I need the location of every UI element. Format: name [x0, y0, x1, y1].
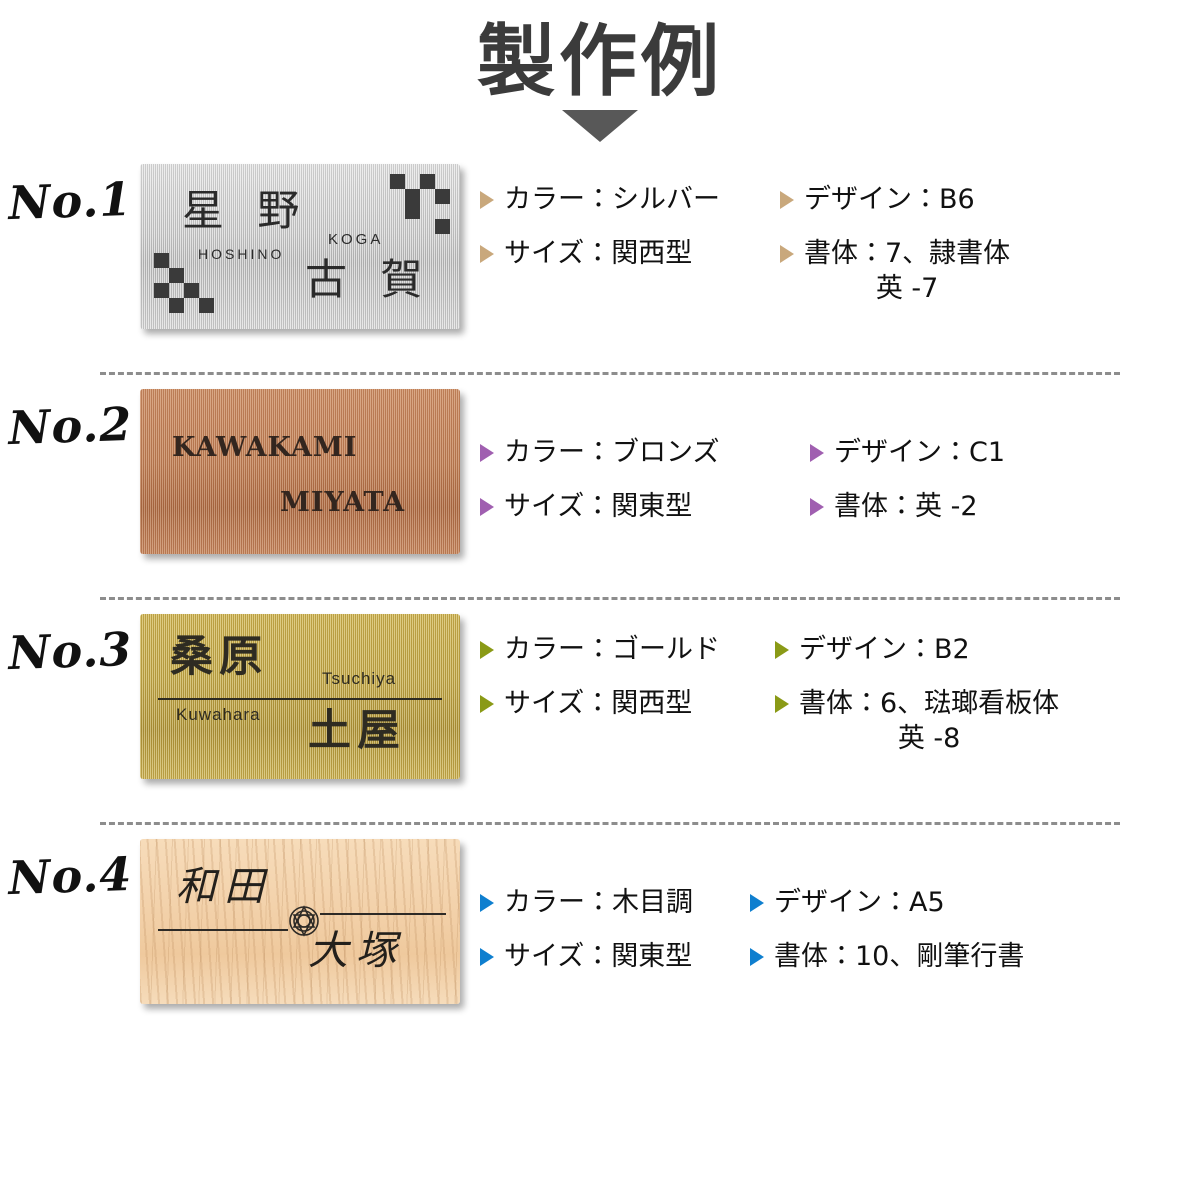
plate-cell-1: 星 野 HOSHINO KOGA 古 賀: [140, 156, 480, 329]
spec-list-3: カラー：ゴールド サイズ：関西型 デザイン：B2 書体：6、琺瑯看板体 英 -8: [480, 606, 1200, 757]
spec-list-1: カラー：シルバー サイズ：関西型 デザイン：B6 書体：7、隷書体 英 -7: [480, 156, 1200, 307]
spec-font-4: 書体：10、剛筆行書: [750, 939, 1176, 975]
spec-font-2: 書体：英 -2: [810, 489, 1176, 525]
row-divider: [100, 371, 1120, 375]
checker-pattern-icon-bottom-left: [154, 252, 216, 315]
plate2-roman-secondary: MIYATA: [280, 486, 406, 518]
spec-size-4: サイズ：関東型: [480, 939, 750, 975]
plate3-kanji-secondary: 土屋: [308, 705, 406, 756]
checker-pattern-icon-top-right: [390, 173, 452, 236]
plate4-rule-right: [320, 912, 446, 915]
bullet-triangle-icon: [480, 190, 494, 209]
plate1-roman-primary: HOSHINO: [198, 245, 285, 262]
triangle-down-icon: [562, 109, 638, 142]
nameplate-preview-2[interactable]: KAWAKAMI MIYATA: [140, 388, 460, 554]
plate-cell-4: 和田 大塚: [140, 831, 480, 1004]
plate-cell-2: KAWAKAMI MIYATA: [140, 381, 480, 554]
spec-font-1: 書体：7、隷書体 英 -7: [780, 236, 1176, 307]
bullet-triangle-icon: [780, 190, 794, 209]
plate4-kanji-secondary: 大塚: [308, 927, 404, 974]
plate4-kanji-primary: 和田: [176, 863, 272, 910]
plate1-kanji-primary: 星 野: [182, 185, 310, 235]
bullet-triangle-icon: [480, 640, 494, 659]
example-row-2: No.2 KAWAKAMI MIYATA カラー：ブロンズ サイズ：関東型: [0, 381, 1200, 591]
plate1-roman-secondary: KOGA: [328, 230, 384, 248]
examples-list: No.1 星 野 HOSHINO KOGA 古 賀: [0, 156, 1200, 1041]
bullet-triangle-icon: [480, 443, 494, 462]
bullet-triangle-icon: [480, 497, 494, 516]
bullet-triangle-icon: [480, 893, 494, 912]
plate-cell-3: 桑原 Tsuchiya Kuwahara 土屋: [140, 606, 480, 779]
example-number-3: No.3: [7, 621, 134, 681]
bullet-triangle-icon: [480, 947, 494, 966]
example-row-1: No.1 星 野 HOSHINO KOGA 古 賀: [0, 156, 1200, 366]
spec-list-4: カラー：木目調 サイズ：関東型 デザイン：A5 書体：10、剛筆行書: [480, 831, 1200, 974]
spec-design-1: デザイン：B6: [780, 182, 1176, 218]
plate3-roman-primary: Kuwahara: [176, 704, 261, 724]
spec-color-4: カラー：木目調: [480, 885, 750, 921]
spec-size-1: サイズ：関西型: [480, 236, 780, 272]
example-number-1: No.1: [7, 171, 134, 231]
bullet-triangle-icon: [750, 947, 764, 966]
page-title: 製作例: [476, 17, 723, 107]
plate4-rule-left: [158, 928, 288, 931]
row-divider: [100, 821, 1120, 825]
example-row-3: No.3 桑原 Tsuchiya Kuwahara 土屋 カラー：ゴールド サイ…: [0, 606, 1200, 816]
bullet-triangle-icon: [810, 497, 824, 516]
spec-design-3: デザイン：B2: [775, 632, 1176, 668]
spec-font-3: 書体：6、琺瑯看板体 英 -8: [775, 686, 1176, 757]
nameplate-preview-1[interactable]: 星 野 HOSHINO KOGA 古 賀: [140, 163, 460, 329]
page-header: 製作例: [0, 0, 1200, 142]
spec-size-2: サイズ：関東型: [480, 489, 810, 525]
plate3-divider-rule: [158, 697, 442, 700]
spec-list-2: カラー：ブロンズ サイズ：関東型 デザイン：C1 書体：英 -2: [480, 381, 1200, 524]
bullet-triangle-icon: [480, 694, 494, 713]
row-divider: [100, 596, 1120, 600]
example-row-4: No.4 和田 大塚: [0, 831, 1200, 1041]
bullet-triangle-icon: [810, 443, 824, 462]
example-number-2: No.2: [7, 396, 134, 456]
bullet-triangle-icon: [775, 640, 789, 659]
spec-design-2: デザイン：C1: [810, 435, 1176, 471]
bullet-triangle-icon: [480, 244, 494, 263]
nameplate-preview-4[interactable]: 和田 大塚: [140, 838, 460, 1004]
bullet-triangle-icon: [780, 244, 794, 263]
spec-size-3: サイズ：関西型: [480, 686, 775, 722]
spec-color-2: カラー：ブロンズ: [480, 435, 810, 471]
example-number-4: No.4: [7, 846, 134, 906]
nameplate-preview-3[interactable]: 桑原 Tsuchiya Kuwahara 土屋: [140, 613, 460, 779]
plate2-roman-primary: KAWAKAMI: [172, 431, 358, 463]
plate3-roman-secondary: Tsuchiya: [322, 668, 397, 688]
plate3-kanji-primary: 桑原: [170, 631, 268, 682]
bullet-triangle-icon: [775, 694, 789, 713]
spec-design-4: デザイン：A5: [750, 885, 1176, 921]
plate1-kanji-secondary: 古 賀: [305, 254, 433, 304]
spec-color-1: カラー：シルバー: [480, 182, 780, 218]
spec-color-3: カラー：ゴールド: [480, 632, 775, 668]
bullet-triangle-icon: [750, 893, 764, 912]
knot-emblem-icon: [289, 905, 319, 937]
